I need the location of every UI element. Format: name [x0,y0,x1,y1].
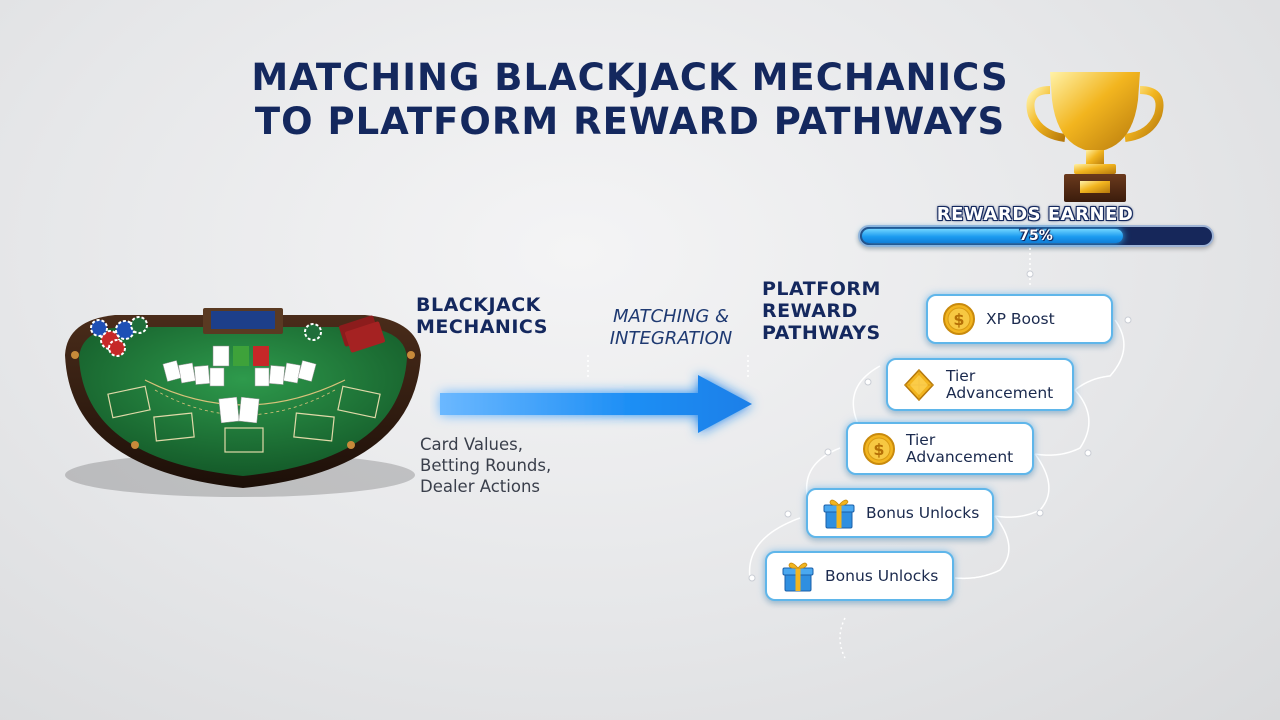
pathway-connectors [748,248,1132,659]
title-line-1: MATCHING BLACKJACK MECHANICS [251,56,1009,99]
list-item: Betting Rounds, [420,456,552,475]
list-item: Card Values, [420,435,523,454]
progress-fill [862,229,1123,243]
trophy-icon [1026,72,1164,202]
coin-icon: $ [943,303,975,335]
gift-icon [823,499,855,529]
pathway-label: Bonus Unlocks [825,566,939,585]
progress-percent: 75% [1019,228,1053,244]
svg-text:$: $ [953,310,964,329]
rewards-progress-bar: 75% [858,225,1214,247]
blackjack-mechanics-label: BLACKJACK MECHANICS [416,294,548,338]
pathway-label: Tier Advancement [906,430,1014,466]
pathway-card-bonus-unlocks[interactable]: Bonus Unlocks [806,488,994,538]
pathway-label: Tier Advancement [946,366,1054,402]
page-title: MATCHING BLACKJACK MECHANICS TO PLATFORM… [180,56,1080,144]
matching-arrow-icon [440,355,752,433]
pathway-label: Bonus Unlocks [866,503,980,522]
pathway-card-tier-advancement[interactable]: Tier Advancement [886,358,1074,411]
svg-text:$: $ [873,440,884,459]
pathway-label: XP Boost [986,309,1055,328]
rewards-earned-label: REWARDS EARNED [936,204,1134,225]
diamond-icon [903,368,935,401]
matching-integration-label: MATCHING & INTEGRATION [609,306,733,349]
list-item: Dealer Actions [420,477,541,496]
mechanics-list: Card Values, Betting Rounds, Dealer Acti… [420,434,551,497]
title-line-2: TO PLATFORM REWARD PATHWAYS [254,100,1006,143]
coin-icon: $ [863,432,895,465]
blackjack-table-illustration [65,308,421,497]
pathway-card-bonus-unlocks[interactable]: Bonus Unlocks [765,551,954,601]
pathway-card-xp-boost[interactable]: $ XP Boost [926,294,1113,344]
pathway-card-tier-advancement[interactable]: $ Tier Advancement [846,422,1034,475]
platform-pathways-label: PLATFORM REWARD PATHWAYS [762,278,881,344]
gift-icon [782,562,814,592]
